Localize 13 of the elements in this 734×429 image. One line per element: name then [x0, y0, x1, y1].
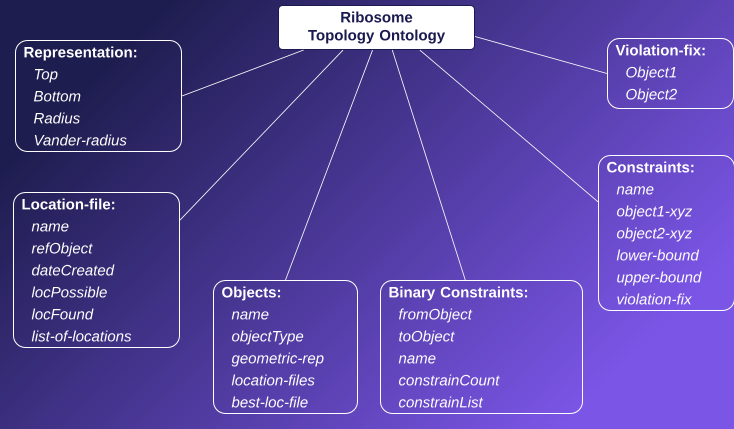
category-box: Representation: Top Bottom Radius Vander-radius: [15, 40, 182, 152]
connector-line: [474, 36, 608, 74]
connector-line: [285, 50, 373, 280]
category-box: Constraints: name object1-xyz object2-xyz lower-bound upper-bound violation-fix: [598, 155, 734, 312]
connector-line: [182, 50, 304, 96]
connector-line: [419, 50, 598, 202]
category-box: Violation-fix: Object1 Object2: [607, 38, 734, 109]
category-box: Objects: name objectType geometric-rep location-files best-loc-file: [213, 280, 358, 414]
category-box: Binary Constraints: fromObject toObject name constrainCount constrainList: [380, 280, 583, 414]
connector-line: [392, 50, 466, 280]
category-box: Location-file: name refObject dateCreated locPossible locFound list-of-locations: [13, 192, 180, 348]
connector-line: [180, 50, 344, 220]
ontology-box: Ribosome Topology Ontology: [278, 5, 475, 50]
